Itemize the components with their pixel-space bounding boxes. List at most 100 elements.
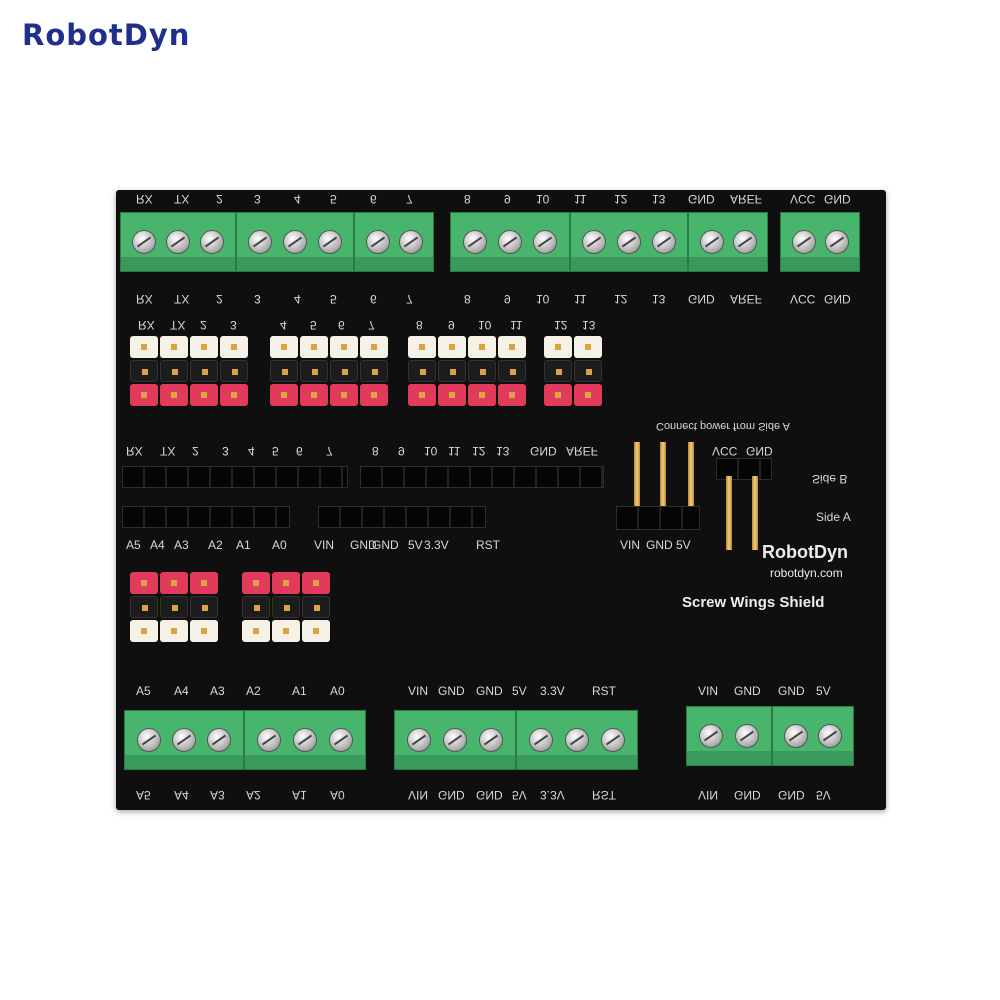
side-a-label: Side A bbox=[816, 510, 851, 524]
top-pin-label: 10 bbox=[536, 192, 550, 206]
bottom-label: A0 bbox=[330, 788, 345, 802]
analog-header-label: A0 bbox=[272, 538, 287, 552]
side-b-pin-label: TX bbox=[160, 444, 176, 458]
power-header-label: 5V bbox=[408, 538, 423, 552]
top-pin-label: 10 bbox=[536, 292, 550, 306]
terminal-block-top-2 bbox=[236, 212, 354, 272]
header-pin bbox=[544, 384, 572, 406]
bottom-label: 5V bbox=[512, 684, 527, 698]
gold-pin bbox=[726, 476, 732, 550]
terminal-block-bottom-4 bbox=[516, 710, 638, 770]
screw-icon bbox=[132, 230, 156, 254]
screw-icon bbox=[732, 230, 757, 254]
bottom-label: VIN bbox=[698, 788, 719, 802]
bottom-label: A5 bbox=[136, 788, 151, 802]
screw-icon bbox=[735, 724, 759, 748]
screw-icon bbox=[479, 728, 503, 752]
bottom-label: VIN bbox=[408, 684, 429, 698]
bottom-label: A2 bbox=[246, 684, 261, 698]
top-pin-label: 8 bbox=[464, 292, 471, 306]
top-pin-label: 2 bbox=[216, 292, 223, 306]
bottom-label: 5V bbox=[816, 788, 831, 802]
male-header-2 bbox=[716, 458, 772, 480]
power-header-label: 3.3V bbox=[424, 538, 449, 552]
top-pin-label: 5 bbox=[330, 292, 337, 306]
side-b-pin-label: 3 bbox=[222, 444, 229, 458]
header-pin bbox=[468, 384, 496, 406]
terminal-block-bottom-6 bbox=[772, 706, 854, 766]
bottom-label: A0 bbox=[330, 684, 345, 698]
header-pin bbox=[242, 620, 270, 642]
terminal-block-bottom-1 bbox=[124, 710, 244, 770]
side-b-pin-label: AREF bbox=[566, 444, 599, 458]
bottom-label: GND bbox=[476, 684, 503, 698]
screw-icon bbox=[616, 230, 641, 254]
vcc-label: VCC bbox=[712, 444, 738, 458]
digital-pin-label: 8 bbox=[416, 318, 423, 332]
header-pin bbox=[160, 336, 188, 358]
header-pin bbox=[160, 596, 188, 618]
screw-icon bbox=[207, 728, 232, 752]
terminal-block-top-1 bbox=[120, 212, 236, 272]
header-pin bbox=[190, 384, 218, 406]
top-pin-label: RX bbox=[136, 192, 153, 206]
header-pin bbox=[300, 384, 328, 406]
header-pin bbox=[190, 360, 218, 382]
female-header-a2 bbox=[318, 506, 486, 528]
digital-pin-label: TX bbox=[170, 318, 186, 332]
screw-icon bbox=[824, 230, 849, 254]
screw-icon bbox=[317, 230, 342, 254]
vin-gnd-5v-label: VIN bbox=[620, 538, 641, 552]
top-pin-label: 7 bbox=[406, 192, 413, 206]
bottom-label: VIN bbox=[698, 684, 719, 698]
gold-pin bbox=[634, 442, 640, 506]
screw-icon bbox=[582, 230, 607, 254]
top-pin-label: 3 bbox=[254, 192, 261, 206]
bottom-label: GND bbox=[778, 684, 805, 698]
pin-group-a2-a0 bbox=[242, 572, 330, 642]
bottom-label: 3.3V bbox=[540, 788, 565, 802]
header-pin bbox=[330, 384, 358, 406]
header-pin bbox=[574, 360, 602, 382]
screw-icon bbox=[329, 728, 353, 752]
terminal-block-top-5 bbox=[570, 212, 688, 272]
top-pin-label: GND bbox=[824, 192, 851, 206]
header-pin bbox=[468, 336, 496, 358]
power-header-label: GND bbox=[372, 538, 399, 552]
top-pin-label: 12 bbox=[614, 192, 628, 206]
top-pin-label: 5 bbox=[330, 192, 337, 206]
header-pin bbox=[302, 596, 330, 618]
side-b-pin-label: 7 bbox=[326, 444, 333, 458]
header-pin bbox=[130, 384, 158, 406]
side-b-pin-label: 8 bbox=[372, 444, 379, 458]
header-pin bbox=[242, 596, 270, 618]
header-pin bbox=[160, 572, 188, 594]
side-b-pin-label: 10 bbox=[424, 444, 438, 458]
brand-logo: RobotDyn bbox=[22, 18, 191, 52]
header-pin bbox=[574, 384, 602, 406]
terminal-block-top-7 bbox=[780, 212, 860, 272]
header-pin bbox=[130, 620, 158, 642]
male-header-3 bbox=[616, 506, 700, 530]
silk-product-name: Screw Wings Shield bbox=[682, 594, 825, 611]
header-pin bbox=[130, 360, 158, 382]
power-label: Connect power from Side A bbox=[656, 420, 790, 432]
top-pin-label: VCC bbox=[790, 192, 816, 206]
pin-group-12-13 bbox=[544, 336, 602, 406]
top-pin-label: 11 bbox=[574, 292, 587, 306]
top-pin-label: TX bbox=[174, 292, 190, 306]
header-pin bbox=[190, 596, 218, 618]
bottom-label: A5 bbox=[136, 684, 151, 698]
header-pin bbox=[270, 384, 298, 406]
top-pin-label: GND bbox=[688, 292, 715, 306]
top-pin-label: RX bbox=[136, 292, 153, 306]
header-pin bbox=[270, 360, 298, 382]
terminal-block-top-3 bbox=[354, 212, 434, 272]
header-pin bbox=[190, 572, 218, 594]
screw-icon bbox=[565, 728, 589, 752]
top-pin-label: TX bbox=[174, 192, 190, 206]
top-pin-label: 13 bbox=[652, 192, 666, 206]
bottom-label: 5V bbox=[512, 788, 527, 802]
bottom-label: 3.3V bbox=[540, 684, 565, 698]
